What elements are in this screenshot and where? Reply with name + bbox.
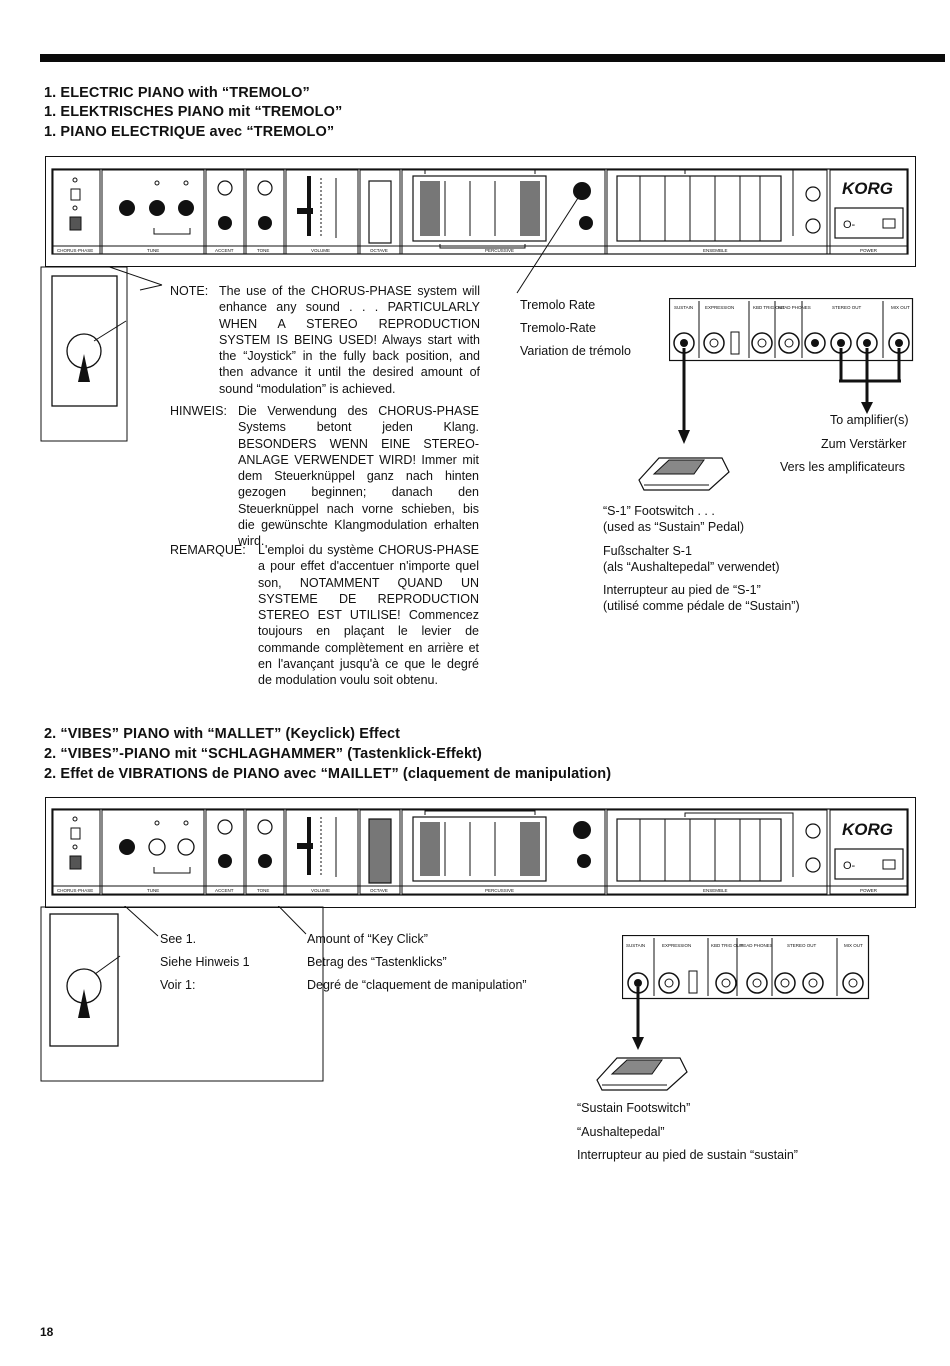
note-label: NOTE: (170, 284, 209, 298)
footswitch-line-5: Interrupteur au pied de “S-1” (603, 583, 761, 597)
tremolo-leader (516, 198, 579, 294)
rear-panel-diagram-1: SUSTAIN EXPRESSION KBD TRIG OUT HEAD PHO… (669, 298, 914, 448)
label2-accent: ACCENT (215, 888, 234, 893)
footswitch-drawing-2 (592, 1050, 692, 1095)
heading-1-fr: 1. PIANO ELECTRIQUE avec “TREMOLO” (44, 124, 335, 140)
see-fr: Voir 1: (160, 978, 196, 992)
rear2-label-stereo: STEREO OUT (787, 943, 817, 948)
label-chorus-phase: CHORUS·PHASE (57, 248, 93, 253)
page-number: 18 (40, 1325, 54, 1339)
label-accent: ACCENT (215, 248, 234, 253)
note-text: The use of the CHORUS-PHASE system will … (219, 284, 480, 396)
hinweis-text: Die Verwendung des CHORUS-PHASE Systems … (238, 404, 479, 549)
remarque-text: L'emploi du système CHORUS-PHASE a pour … (258, 543, 479, 688)
hinweis-label: HINWEIS: (170, 404, 227, 418)
top-rule (40, 54, 945, 62)
joystick-inset-1 (40, 266, 180, 446)
rear-label-sustain: SUSTAIN (674, 305, 693, 310)
footswitch-line-6: (utilisé comme pédale de “Sustain”) (603, 599, 800, 613)
label2-volume: VOLUME (311, 888, 330, 893)
label-percussive: PERCUSSIVE (485, 248, 514, 253)
rear-label-expression: EXPRESSION (705, 305, 734, 310)
label2-ensemble: ENSEMBLE (703, 888, 728, 893)
rear-label-mix: MIX OUT (891, 305, 910, 310)
label2-octave: OCTAVE (370, 888, 388, 893)
korg-logo-2: KORG (842, 820, 893, 839)
rear2-label-mix: MIX OUT (844, 943, 863, 948)
heading-2-de: 2. “VIBES”-PIANO mit “SCHLAGHAMMER” (Tas… (44, 746, 482, 762)
tremolo-fr: Variation de trémolo (520, 344, 631, 358)
rear-label-headphones: HEAD PHONES (778, 305, 811, 310)
footswitch-drawing-1 (634, 450, 734, 495)
footswitch-line-2: (used as “Sustain” Pedal) (603, 520, 745, 534)
footswitch-line-3: Fußschalter S-1 (603, 544, 692, 558)
front-panel-diagram-1: KORG O- CHORUS·PHASE TUNE ACCENT TONE VO… (45, 156, 917, 268)
sustain-en: “Sustain Footswitch” (577, 1101, 691, 1115)
label-tone: TONE (257, 248, 269, 253)
remarque-label: REMARQUE: (170, 543, 246, 557)
label2-percussive: PERCUSSIVE (485, 888, 514, 893)
heading-1-en: 1. ELECTRIC PIANO with “TREMOLO” (44, 85, 310, 101)
label-volume: VOLUME (311, 248, 330, 253)
rear-label-kbd: KBD TRIG OUT (753, 305, 785, 310)
korg-logo: KORG (842, 179, 893, 198)
hinweis-de: HINWEIS: Die Verwendung des CHORUS-PHASE… (170, 403, 480, 548)
heading-2-fr: 2. Effet de VIBRATIONS de PIANO avec “MA… (44, 766, 612, 782)
keyclick-en: Amount of “Key Click” (307, 932, 428, 946)
front-panel-diagram-2: KORG O- CHORUS·PHASE TUNE ACCENT TONE VO… (45, 797, 917, 909)
sustain-de: “Aushaltepedal” (577, 1125, 665, 1139)
amplifier-de: Zum Verstärker (821, 437, 907, 451)
label-tune: TUNE (147, 248, 159, 253)
label2-tune: TUNE (147, 888, 159, 893)
svg-text:O-: O- (843, 219, 856, 231)
label2-tone: TONE (257, 888, 269, 893)
note-en: NOTE: The use of the CHORUS-PHASE system… (170, 283, 480, 403)
tremolo-de: Tremolo-Rate (520, 321, 596, 335)
label-ensemble: ENSEMBLE (703, 248, 728, 253)
sustain-fr: Interrupteur au pied de sustain “sustain… (577, 1148, 798, 1162)
amplifier-en: To amplifier(s) (830, 413, 909, 427)
keyclick-fr: Degré de “claquement de manipulation” (307, 978, 527, 992)
see-en: See 1. (160, 932, 197, 946)
label2-power: POWER (860, 888, 878, 893)
keyclick-de: Betrag des “Tastenklicks” (307, 955, 447, 969)
rear2-label-expression: EXPRESSION (662, 943, 691, 948)
label-power: POWER (860, 248, 878, 253)
footswitch-line-1: “S-1” Footswitch . . . (603, 504, 715, 518)
rear2-label-kbd: KBD TRIG OUT (711, 943, 743, 948)
tremolo-en: Tremolo Rate (520, 298, 596, 312)
svg-text:O-: O- (843, 860, 856, 872)
see-de: Siehe Hinweis 1 (160, 955, 250, 969)
heading-2-en: 2. “VIBES” PIANO with “MALLET” (Keyclick… (44, 726, 401, 742)
rear2-label-sustain: SUSTAIN (626, 943, 645, 948)
amplifier-fr: Vers les amplificateurs (780, 460, 906, 474)
joystick-inset-2 (40, 906, 340, 1086)
label-octave: OCTAVE (370, 248, 388, 253)
rear-panel-diagram-2: SUSTAIN EXPRESSION KBD TRIG OUT HEAD PHO… (622, 935, 872, 1055)
rear2-label-headphones: HEAD PHONES (740, 943, 773, 948)
label2-chorus-phase: CHORUS·PHASE (57, 888, 93, 893)
remarque-fr: REMARQUE: L'emploi du système CHORUS-PHA… (170, 542, 480, 707)
footswitch-line-4: (als “Aushaltepedal” verwendet) (603, 560, 780, 574)
rear-label-stereo: STEREO OUT (832, 305, 862, 310)
heading-1-de: 1. ELEKTRISCHES PIANO mit “TREMOLO” (44, 104, 343, 120)
